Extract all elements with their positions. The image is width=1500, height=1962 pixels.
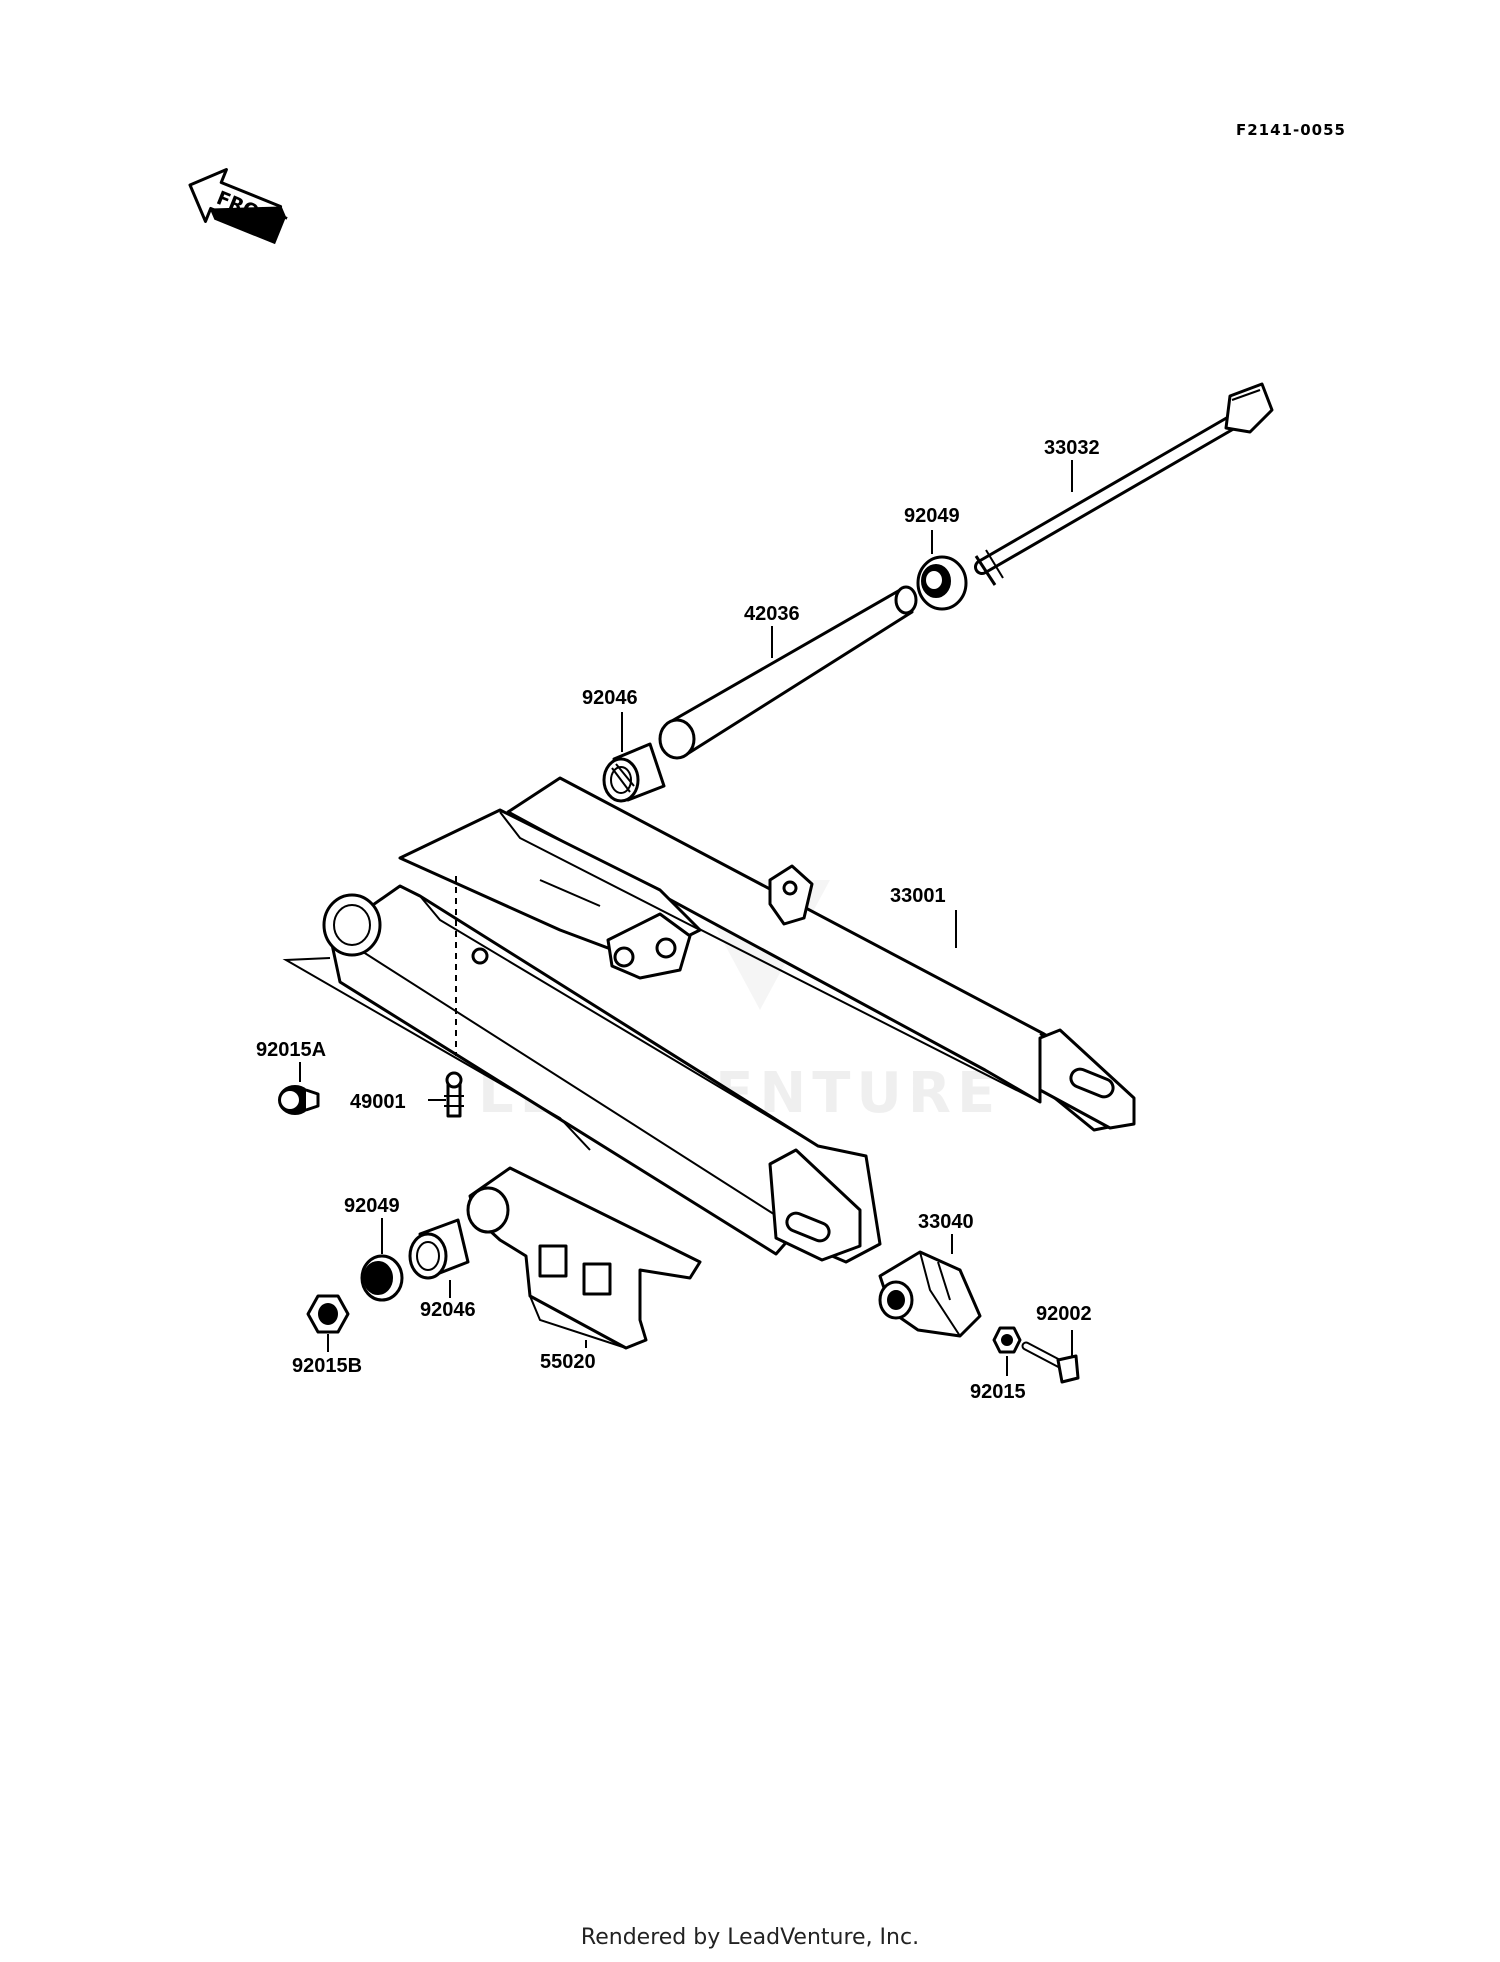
nut-92015A xyxy=(278,1085,320,1115)
label-33001: 33001 xyxy=(890,885,946,907)
label-92049-top: 92049 xyxy=(904,505,960,527)
label-92046-top: 92046 xyxy=(582,687,638,709)
bearing-92046-top xyxy=(602,742,666,803)
label-92015B: 92015B xyxy=(292,1355,362,1377)
label-92015: 92015 xyxy=(970,1381,1026,1403)
guide-line xyxy=(282,957,591,1151)
collar-92049-top xyxy=(916,555,968,611)
axle-bolt-33032 xyxy=(974,382,1274,586)
label-33032: 33032 xyxy=(1044,437,1100,459)
chain-guard-55020 xyxy=(466,1166,702,1350)
sleeve-42036 xyxy=(658,585,918,760)
label-92002: 92002 xyxy=(1036,1303,1092,1325)
bearing-92046-bottom xyxy=(408,1218,470,1280)
label-33040: 33040 xyxy=(918,1211,974,1233)
washer-92049-bottom xyxy=(360,1254,404,1302)
label-42036: 42036 xyxy=(744,603,800,625)
grease-nipple-49001 xyxy=(444,1071,464,1118)
chain-adjuster-33040 xyxy=(878,1250,982,1338)
label-55020: 55020 xyxy=(540,1351,596,1373)
leader-lines xyxy=(299,460,1073,1376)
callout-labels: 33032 92049 42036 92046 33001 92015A 490… xyxy=(256,437,1100,1403)
label-49001: 49001 xyxy=(350,1091,406,1113)
swingarm-33001 xyxy=(322,776,1136,1264)
bolt-92002 xyxy=(1021,1341,1080,1384)
footer-credit: Rendered by LeadVenture, Inc. xyxy=(580,1925,920,1950)
nut-92015B xyxy=(306,1294,350,1334)
reference-code: F2141-0055 xyxy=(1236,121,1346,139)
front-arrow-icon: FRONT xyxy=(188,168,289,245)
label-92015A: 92015A xyxy=(256,1039,326,1061)
nut-92015 xyxy=(992,1326,1022,1354)
label-92046-bottom: 92046 xyxy=(420,1299,476,1321)
label-92049-bottom: 92049 xyxy=(344,1195,400,1217)
